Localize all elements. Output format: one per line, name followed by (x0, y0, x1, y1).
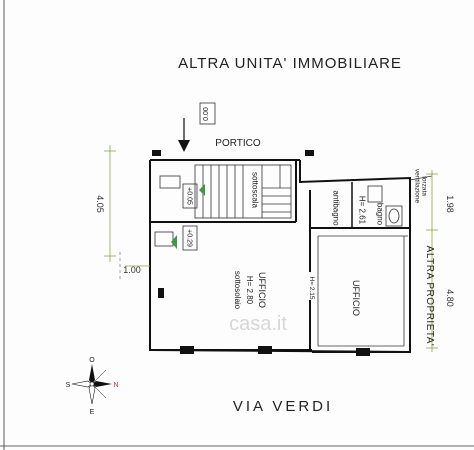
compass-n: N (113, 382, 118, 389)
level-label-2: +0.29 (186, 229, 193, 247)
window-mark (180, 346, 194, 354)
bagno-label: bagno (376, 203, 385, 226)
level-box-2 (182, 225, 198, 251)
ufficio-left-label: UFFICIO (257, 272, 267, 308)
watermark: casa.it (229, 313, 287, 335)
bagno-height: H= 2.61 (358, 196, 367, 225)
ufficio-left-height: H= 2.80 (245, 276, 254, 305)
plan-title: ALTRA UNITA' IMMOBILIARE (178, 55, 402, 72)
compass-icon (71, 364, 112, 405)
street-label: VIA VERDI (233, 398, 333, 415)
forzata-label: forzata (421, 176, 428, 196)
outer-wall-right (299, 160, 411, 353)
dimension-right-top: 1.98 (445, 195, 455, 213)
toilet-icon (385, 205, 403, 227)
ufficio-right-label: UFFICIO (351, 280, 361, 316)
dimension-bottom: 1.00 (123, 265, 141, 275)
entry-arrow-head (178, 140, 190, 152)
dimension-right-bottom: 4.80 (445, 289, 455, 307)
window-mark (258, 346, 272, 354)
portico-column (152, 150, 161, 156)
compass-e: E (90, 409, 95, 416)
level-marker: 0.00 (203, 107, 210, 121)
passage-height: H= 2.15 (308, 277, 315, 300)
ufficio-left-sub: sottosolaio (233, 271, 242, 310)
portico-column (305, 150, 314, 156)
dimension-left: 4.05 (95, 195, 105, 213)
portico-label: PORTICO (215, 138, 261, 149)
sottoscala-label: sottoscala (251, 172, 260, 209)
compass-s: S (66, 382, 71, 389)
level-box-1 (182, 183, 198, 209)
level-marker-box (199, 102, 216, 125)
level-arrow-icon (199, 184, 205, 196)
ventilazione-label: ventilazione (414, 169, 421, 204)
sink-icon (367, 185, 383, 203)
compass-o: O (89, 357, 95, 364)
window-mark (356, 348, 370, 356)
level-arrow-icon (171, 235, 177, 249)
antibagno-label: antibagno (332, 190, 341, 226)
altra-proprieta-label: ALTRA PROPRIETA' (424, 246, 435, 347)
level-label-1: +0.05 (186, 187, 193, 205)
